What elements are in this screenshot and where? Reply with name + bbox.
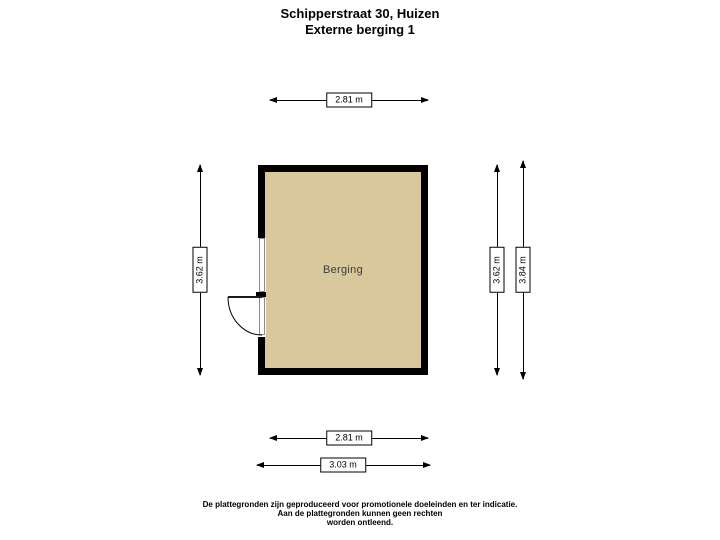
dimension-label-left: 3.62 m bbox=[192, 247, 208, 293]
dimension-label-right-inner: 3.62 m bbox=[489, 247, 505, 293]
disclaimer-line-1: De plattegronden zijn geproduceerd voor … bbox=[202, 500, 518, 509]
dimension-label-bottom-outer: 3.03 m bbox=[320, 457, 366, 473]
window-strip bbox=[259, 238, 265, 292]
disclaimer-line-3: worden ontleend. bbox=[326, 518, 394, 527]
dimension-label-top: 2.81 m bbox=[326, 92, 372, 108]
dimension-label-bottom-inner: 2.81 m bbox=[326, 430, 372, 446]
room-label: Berging bbox=[322, 264, 364, 276]
page-subtitle: Externe berging 1 bbox=[305, 22, 415, 37]
door-leaf bbox=[228, 296, 262, 298]
dimension-label-right-outer: 3.84 m bbox=[515, 247, 531, 293]
door-swing-arc-icon bbox=[227, 296, 263, 336]
disclaimer-line-2: Aan de plattegronden kunnen geen rechten bbox=[277, 509, 443, 518]
page-title: Schipperstraat 30, Huizen bbox=[280, 6, 440, 21]
wall-stub bbox=[256, 292, 266, 297]
